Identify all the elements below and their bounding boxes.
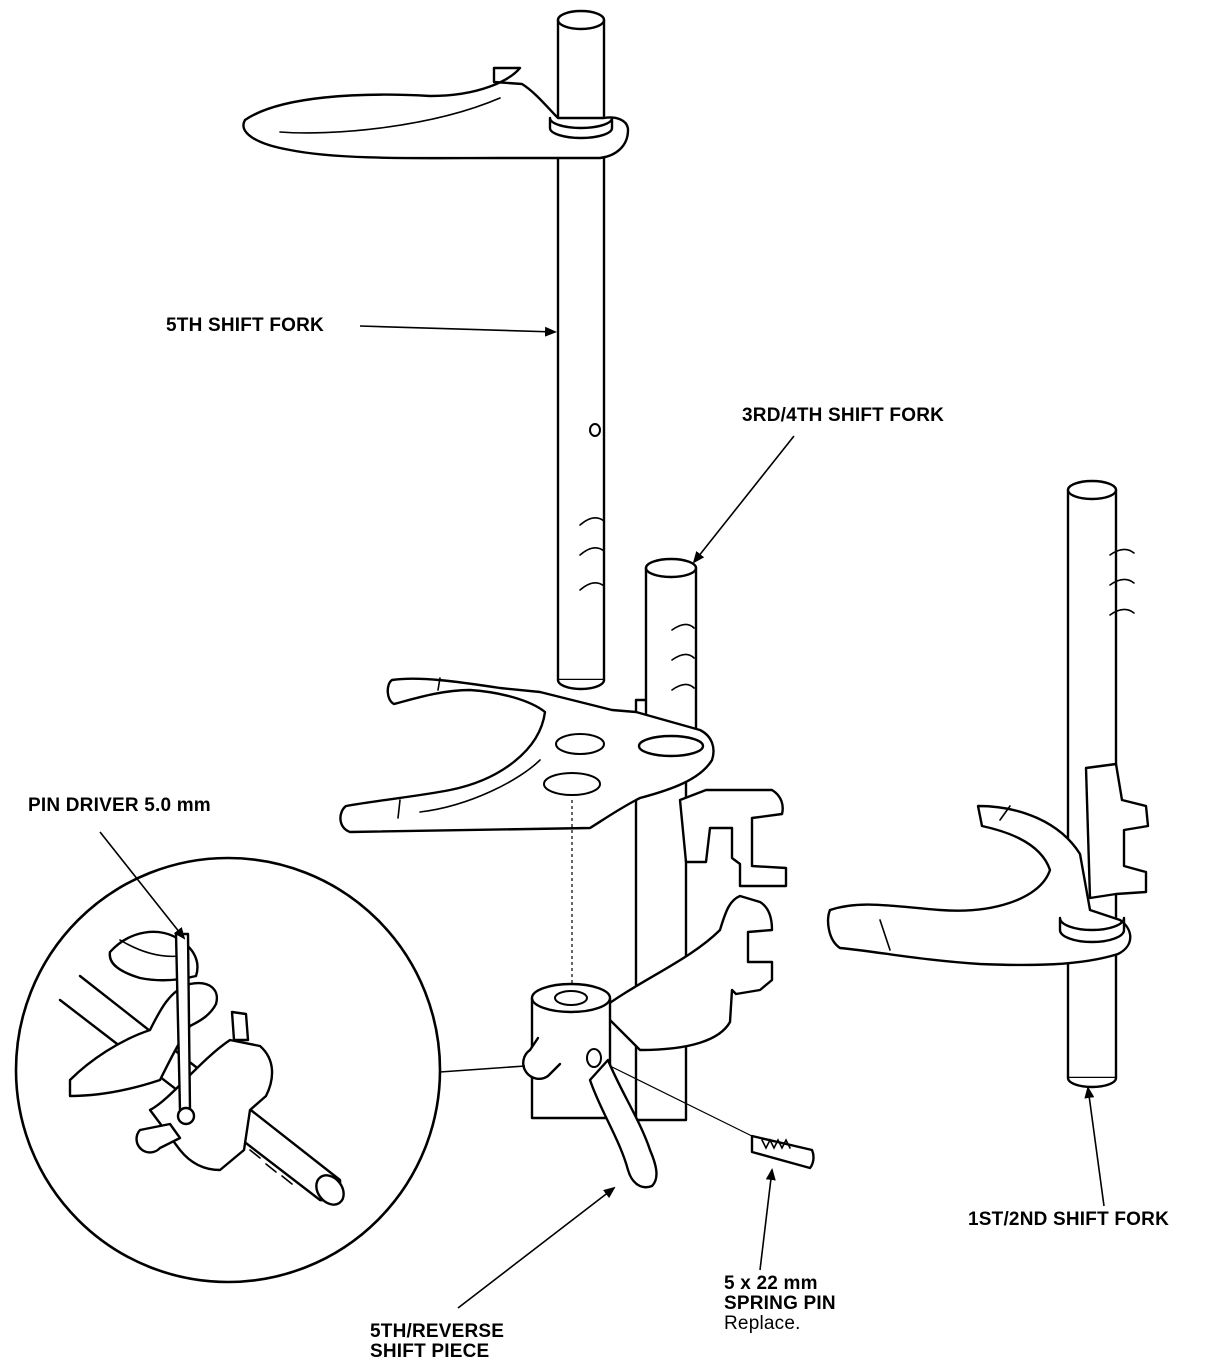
label-first-second-shift-fork: 1ST/2ND SHIFT FORK <box>968 1209 1170 1230</box>
label-third-fourth-shift-fork: 3RD/4TH SHIFT FORK <box>742 405 945 426</box>
label-spring-pin: 5 x 22 mm SPRING PIN Replace. <box>724 1274 836 1334</box>
fifth-reverse-shift-piece-part <box>522 788 788 1189</box>
fifth-shift-fork-part <box>242 9 630 691</box>
spring-pin-name: SPRING PIN <box>724 1293 836 1314</box>
spring-pin-part <box>609 1065 815 1170</box>
pin-driver-detail-inset <box>14 856 526 1284</box>
callout-leaders <box>99 325 1105 1309</box>
label-pin-driver: PIN DRIVER 5.0 mm <box>28 795 211 816</box>
label-fifth-reverse-shift-piece: 5TH/REVERSE SHIFT PIECE <box>370 1322 504 1362</box>
reverse-piece-line2: SHIFT PIECE <box>370 1341 490 1362</box>
spring-pin-size: 5 x 22 mm <box>724 1273 818 1294</box>
spring-pin-note: Replace. <box>724 1313 801 1334</box>
label-fifth-shift-fork: 5TH SHIFT FORK <box>166 315 324 336</box>
first-second-shift-fork-part <box>826 479 1150 1089</box>
reverse-piece-line1: 5TH/REVERSE <box>370 1321 505 1342</box>
